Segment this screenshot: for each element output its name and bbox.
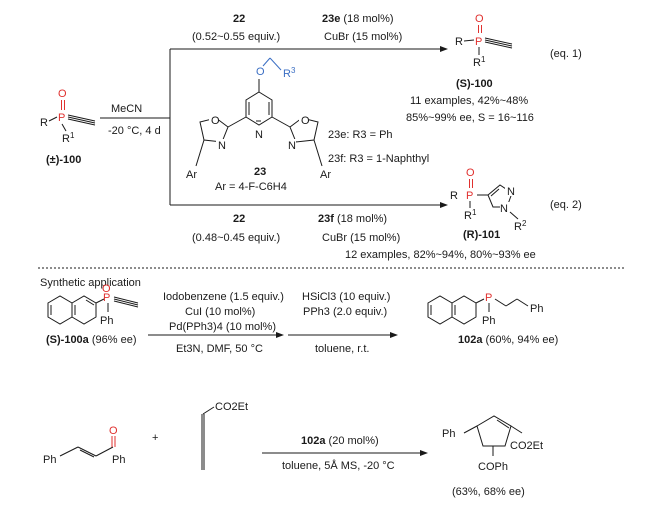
- upper-arrow-conditions: 22 (0.52~0.55 equiv.) 23e (18 mol%) CuBr…: [192, 13, 402, 43]
- oxazoline-nitrogen-right: N: [288, 140, 296, 152]
- product-102a: P Ph Ph 102a (60%, 94% ee): [427, 292, 558, 346]
- svg-text:P: P: [475, 36, 482, 48]
- svg-text:23e (18 mol%): 23e (18 mol%): [322, 13, 394, 25]
- oxygen-atom: O: [58, 88, 67, 100]
- racemic-alkynylphosphine-oxide: O P R R1 (±)-100: [40, 88, 96, 166]
- plus-sign: +: [152, 432, 158, 444]
- svg-text:CO2Et: CO2Et: [215, 401, 248, 413]
- sm-ee: (96% ee): [89, 334, 137, 346]
- svg-text:(S)-100a (96% ee): (S)-100a (96% ee): [46, 334, 137, 346]
- lower-arrow-conditions: 22 (0.48~0.45 equiv.) 23f (18 mol%) CuBr…: [192, 213, 400, 244]
- pybox-ligand-23: O R3 N O N Ar O N Ar 23 Ar = 4-F-C6H4 23…: [186, 57, 429, 193]
- aryl-left: Ar: [186, 169, 197, 181]
- pyridine-nitrogen: N: [255, 129, 263, 141]
- svg-text:CuBr (15 mol%): CuBr (15 mol%): [322, 232, 400, 244]
- cycloaddition-arrow: 102a (20 mol%) toluene, 5Å MS, -20 °C: [262, 435, 428, 472]
- step1-arrow: Iodobenzene (1.5 equiv.) CuI (10 mol%) P…: [148, 291, 284, 355]
- svg-text:COPh: COPh: [478, 461, 508, 473]
- racemic-label: (±)-100: [46, 154, 81, 166]
- svg-text:CuBr (15 mol%): CuBr (15 mol%): [324, 31, 402, 43]
- chalcone: Ph Ph O: [43, 425, 125, 466]
- oxazoline-oxygen-left: O: [211, 115, 220, 127]
- svg-text:CuI (10 mol%): CuI (10 mol%): [185, 306, 255, 318]
- aryl-right: Ar: [320, 169, 331, 181]
- svg-text:R2: R2: [514, 219, 527, 233]
- svg-text:O: O: [109, 425, 118, 437]
- ether-oxygen: O: [256, 66, 265, 78]
- phosphorus-atom: P: [58, 112, 65, 124]
- r1-substituent: R1: [62, 131, 75, 145]
- svg-text:22: 22: [233, 213, 245, 225]
- product-r-101: O P R R1 N N R2 (eq. 2) (R)-101 12 examp…: [345, 167, 582, 261]
- ligand-23f-definition: 23f: R3 = 1-Naphthyl: [328, 153, 429, 165]
- sm-label: (S)-100a: [46, 334, 90, 346]
- svg-text:CO2Et: CO2Et: [510, 440, 543, 452]
- svg-text:102a (60%, 94% ee): 102a (60%, 94% ee): [458, 334, 558, 346]
- svg-text:P: P: [466, 190, 473, 202]
- svg-text:R: R: [450, 190, 458, 202]
- svg-text:N: N: [500, 203, 508, 215]
- svg-text:PPh3 (2.0 equiv.): PPh3 (2.0 equiv.): [303, 306, 387, 318]
- svg-text:Ph: Ph: [530, 303, 543, 315]
- starting-material-100a: P O Ph (S)-100a (96% ee): [46, 283, 139, 346]
- r3-group: R3: [283, 66, 296, 80]
- cyclopentene-product: Ph CO2Et COPh (63%, 68% ee): [442, 415, 543, 498]
- arrow-conditions: -20 °C, 4 d: [108, 125, 161, 137]
- svg-text:Ph: Ph: [100, 315, 113, 327]
- section-heading: Synthetic application: [40, 277, 141, 289]
- r-substituent: R: [40, 117, 48, 129]
- svg-text:(63%, 68% ee): (63%, 68% ee): [452, 486, 525, 498]
- svg-text:23f (18 mol%): 23f (18 mol%): [318, 213, 387, 225]
- svg-text:N: N: [507, 186, 515, 198]
- svg-text:O: O: [102, 283, 111, 295]
- allenoate: CO2Et: [201, 401, 248, 470]
- oxazoline-oxygen-right: O: [301, 115, 310, 127]
- svg-text:(0.48~0.45 equiv.): (0.48~0.45 equiv.): [192, 232, 280, 244]
- svg-text:O: O: [466, 167, 475, 179]
- product-s-100-scope: 11 examples, 42%~48%: [410, 95, 528, 107]
- svg-text:P: P: [485, 292, 492, 304]
- product-r-101-label: (R)-101: [463, 229, 500, 241]
- equation-2-tag: (eq. 2): [550, 199, 582, 211]
- oxazoline-nitrogen-left: N: [218, 140, 226, 152]
- svg-text:P: P: [103, 292, 110, 304]
- svg-text:Ph: Ph: [112, 454, 125, 466]
- svg-text:toluene, 5Å MS, -20 °C: toluene, 5Å MS, -20 °C: [282, 459, 395, 472]
- svg-text:Ph: Ph: [482, 315, 495, 327]
- product-s-100: O P R R1 (eq. 1) (S)-100 11 examples, 42…: [406, 13, 582, 124]
- svg-text:(0.52~0.55 equiv.): (0.52~0.55 equiv.): [192, 31, 280, 43]
- kinetic-resolution-arrow: MeCN -20 °C, 4 d: [100, 46, 448, 208]
- svg-text:Pd(PPh3)4 (10 mol%): Pd(PPh3)4 (10 mol%): [169, 321, 276, 333]
- svg-text:R1: R1: [464, 208, 477, 222]
- svg-text:22: 22: [233, 13, 245, 25]
- ligand-label: 23: [254, 166, 266, 178]
- svg-text:O: O: [475, 13, 484, 25]
- svg-text:HSiCl3 (10 equiv.): HSiCl3 (10 equiv.): [302, 291, 390, 303]
- svg-text:R: R: [455, 36, 463, 48]
- svg-text:Ph: Ph: [442, 428, 455, 440]
- product-s-100-selectivity: 85%~99% ee, S = 16~116: [406, 112, 534, 124]
- product-s-100-label: (S)-100: [456, 78, 493, 90]
- equation-1-tag: (eq. 1): [550, 48, 582, 60]
- svg-text:Ph: Ph: [43, 454, 56, 466]
- arrow-solvent: MeCN: [111, 103, 142, 115]
- aryl-definition: Ar = 4-F-C6H4: [215, 181, 287, 193]
- svg-text:R1: R1: [473, 55, 486, 69]
- svg-text:102a (20 mol%): 102a (20 mol%): [301, 435, 379, 447]
- svg-text:toluene, r.t.: toluene, r.t.: [315, 343, 369, 355]
- step2-arrow: HSiCl3 (10 equiv.) PPh3 (2.0 equiv.) tol…: [288, 291, 398, 355]
- svg-text:Iodobenzene (1.5 equiv.): Iodobenzene (1.5 equiv.): [163, 291, 284, 303]
- product-r-101-scope: 12 examples, 82%~94%, 80%~93% ee: [345, 249, 536, 261]
- svg-text:Et3N, DMF, 50 °C: Et3N, DMF, 50 °C: [176, 343, 263, 355]
- ligand-23e-definition: 23e: R3 = Ph: [328, 129, 393, 141]
